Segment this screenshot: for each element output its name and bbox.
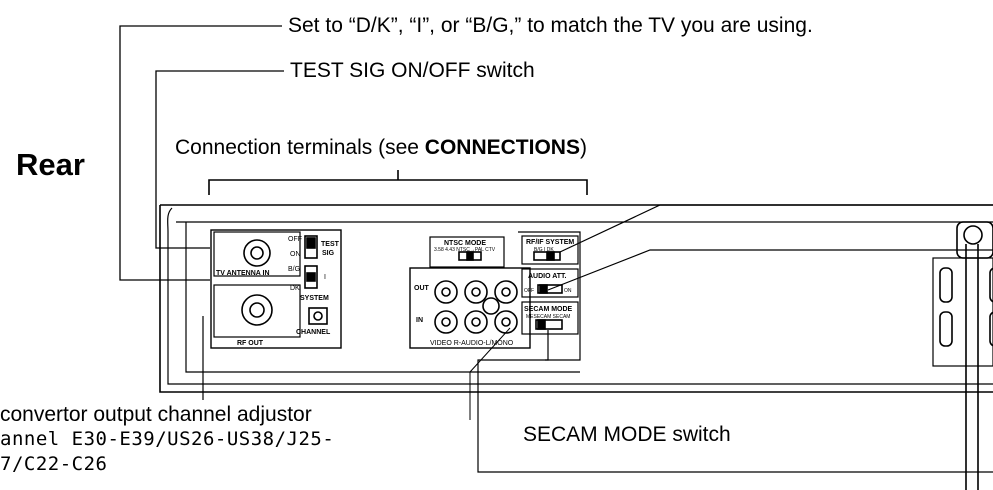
- vent-slot-4: [989, 311, 993, 347]
- audio-l-in-jack: [494, 310, 518, 334]
- rf-out-jack: [241, 294, 273, 326]
- rear-title: Rear: [16, 147, 85, 182]
- test-sig-caption: TEST SIG ON/OFF switch: [290, 59, 535, 82]
- i-text: I: [324, 274, 326, 281]
- sig-text: SIG: [322, 250, 335, 257]
- bg-text: B/G: [288, 266, 300, 273]
- audio-r-in-jack: [464, 310, 488, 334]
- rf-out-text: RF OUT: [237, 340, 264, 347]
- rf-out-box: [213, 284, 301, 338]
- power-cord: [965, 244, 979, 490]
- secam-mode-text: SECAM MODE: [524, 306, 573, 313]
- out-text: OUT: [414, 285, 430, 292]
- video-out-jack-core: [441, 287, 451, 297]
- tv-antenna-jack: [243, 239, 271, 267]
- video-audio-text: VIDEO R-AUDIO-L/MONO: [430, 340, 514, 347]
- test-text: TEST: [321, 241, 340, 248]
- back-plate-edge: [185, 222, 580, 373]
- terminals-prefix: Connection terminals (see: [175, 136, 425, 159]
- audio-att-knob: [539, 284, 548, 294]
- av-terminal-block: [409, 267, 531, 349]
- ntsc-mode-text: NTSC MODE: [444, 240, 486, 247]
- leader-secam: [469, 327, 511, 420]
- vent-slot-2: [939, 311, 953, 347]
- ntsc-opts-text: 3.58 4.43 NTSC→PAL CTV: [434, 247, 496, 253]
- channel-range-line1: annel E30-E39/US26-US38/J25-: [0, 428, 335, 450]
- channel-adjustor-screw: [313, 311, 323, 321]
- rf-out-jack-core: [249, 302, 265, 318]
- channel-range-line2: 7/C22-C26: [0, 453, 108, 475]
- system-switch-knob: [306, 272, 316, 282]
- secam-mode-switch: [535, 319, 563, 330]
- video-in-jack-core: [441, 317, 451, 327]
- ntsc-mode-box: [429, 236, 505, 268]
- ntsc-mode-knob: [466, 251, 474, 261]
- system-switch: [304, 265, 318, 289]
- in-text: IN: [416, 317, 423, 324]
- audio-l-in-jack-core: [501, 317, 511, 327]
- dk-text: DK: [290, 285, 300, 292]
- antenna-block: [210, 229, 342, 349]
- audio-r-out-jack: [464, 280, 488, 304]
- secam-mode-box: [521, 301, 579, 335]
- att-off-text: OFF: [524, 288, 534, 294]
- device-outline: [159, 205, 993, 393]
- audio-l-out-jack-core: [501, 287, 511, 297]
- leader-bottom: [477, 330, 993, 473]
- test-sig-switch-knob: [306, 237, 316, 249]
- channel-adjustor: [308, 307, 328, 325]
- video-in-jack: [434, 310, 458, 334]
- vent-slot-3: [989, 267, 993, 303]
- system-text: SYSTEM: [300, 295, 329, 302]
- connection-terminals-caption: Connection terminals (see CONNECTIONS): [175, 137, 587, 158]
- terminals-bold: CONNECTIONS: [424, 136, 580, 159]
- power-cord-housing: [956, 221, 993, 259]
- on-text: ON: [290, 251, 301, 258]
- rfif-system-knob: [546, 251, 555, 261]
- leader-audio-att: [547, 249, 993, 291]
- audio-r-out-jack-core: [471, 287, 481, 297]
- device-inner-edge: [167, 207, 993, 385]
- right-block-outline: [518, 231, 581, 361]
- tv-antenna-text: TV ANTENNA IN: [216, 270, 270, 277]
- secam-opts-text: MESECAM SECAM: [526, 314, 570, 320]
- rfif-opts-text: B/G I DK: [534, 247, 554, 253]
- rfif-system-box: [521, 235, 579, 265]
- test-sig-switch: [304, 235, 318, 259]
- terminals-bracket: [208, 179, 588, 195]
- audio-att-box: [521, 268, 579, 298]
- mid-jack: [482, 297, 500, 315]
- leader-test-sig: [155, 70, 284, 249]
- secam-mode-knob: [537, 319, 546, 330]
- rfif-system-text: RF/IF SYSTEM: [526, 239, 574, 246]
- tv-antenna-jack-core: [250, 246, 264, 260]
- system-select-caption: Set to “D/K”, “I”, or “B/G,” to match th…: [288, 14, 813, 37]
- audio-l-out-jack: [494, 280, 518, 304]
- audio-att-text: AUDIO ATT.: [528, 273, 567, 280]
- vent-frame: [932, 257, 993, 367]
- leader-system: [119, 25, 282, 281]
- power-cord-grommet: [963, 225, 983, 245]
- leader-rfif: [559, 204, 993, 253]
- terminals-suffix: ): [579, 136, 587, 159]
- video-out-jack: [434, 280, 458, 304]
- att-on-text: ON: [564, 288, 572, 294]
- vent-slot-1: [939, 267, 953, 303]
- channel-text: CHANNEL: [296, 329, 331, 336]
- off-text: OFF: [288, 236, 302, 243]
- audio-r-in-jack-core: [471, 317, 481, 327]
- adjustor-caption: convertor output channel adjustor: [0, 403, 312, 426]
- audio-att-switch: [537, 284, 563, 294]
- tv-antenna-box: [213, 231, 301, 277]
- secam-mode-caption: SECAM MODE switch: [523, 423, 731, 446]
